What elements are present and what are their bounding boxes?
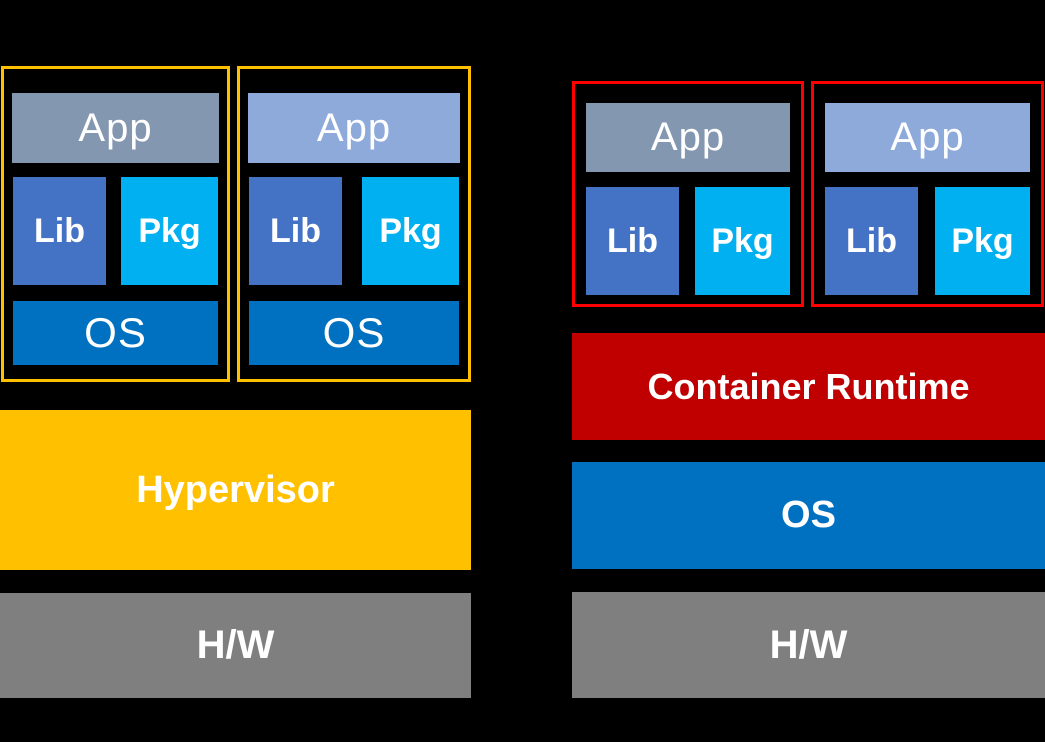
container1-pkg-label: Pkg (711, 221, 774, 260)
vm1-app-label: App (78, 105, 153, 150)
container2-pkg-block: Pkg (935, 187, 1030, 295)
vm2-pkg-block: Pkg (362, 177, 459, 285)
vm1-pkg-block: Pkg (121, 177, 218, 285)
container-box-1: App Lib Pkg (572, 81, 804, 307)
vm-box-2: App Lib Pkg OS (237, 66, 471, 382)
container2-lib-label: Lib (846, 221, 897, 260)
container-box-2: App Lib Pkg (811, 81, 1044, 307)
vm2-os-block: OS (249, 301, 459, 365)
vm-hw-label: H/W (196, 623, 275, 667)
container-runtime-label: Container Runtime (647, 365, 970, 407)
vm1-lib-block: Lib (13, 177, 106, 285)
vm2-lib-label: Lib (270, 211, 321, 250)
container2-lib-block: Lib (825, 187, 918, 295)
vm2-pkg-label: Pkg (379, 211, 442, 250)
container2-pkg-label: Pkg (951, 221, 1014, 260)
vm1-pkg-label: Pkg (138, 211, 201, 250)
container-runtime-bar: Container Runtime (572, 333, 1045, 440)
hypervisor-label: Hypervisor (136, 468, 335, 511)
vm1-os-label: OS (84, 309, 147, 356)
vm-hw-bar: H/W (0, 593, 471, 698)
container2-app-block: App (825, 103, 1030, 172)
container-hw-bar: H/W (572, 592, 1045, 698)
vm2-os-label: OS (322, 309, 386, 356)
container-os-bar: OS (572, 462, 1045, 569)
container1-lib-label: Lib (607, 221, 658, 260)
container2-app-label: App (890, 115, 965, 159)
container1-app-block: App (586, 103, 790, 172)
vm1-lib-label: Lib (34, 211, 85, 250)
vm2-app-label: App (316, 105, 392, 150)
vm2-lib-block: Lib (249, 177, 342, 285)
vm-box-1: App Lib Pkg OS (1, 66, 230, 382)
hypervisor-bar: Hypervisor (0, 410, 471, 570)
container-os-label: OS (781, 494, 836, 536)
container1-app-label: App (650, 115, 726, 159)
vm1-os-block: OS (13, 301, 218, 365)
container1-lib-block: Lib (586, 187, 679, 295)
container-hw-label: H/W (769, 622, 848, 667)
container1-pkg-block: Pkg (695, 187, 790, 295)
vm1-app-block: App (12, 93, 219, 163)
vm2-app-block: App (248, 93, 460, 163)
